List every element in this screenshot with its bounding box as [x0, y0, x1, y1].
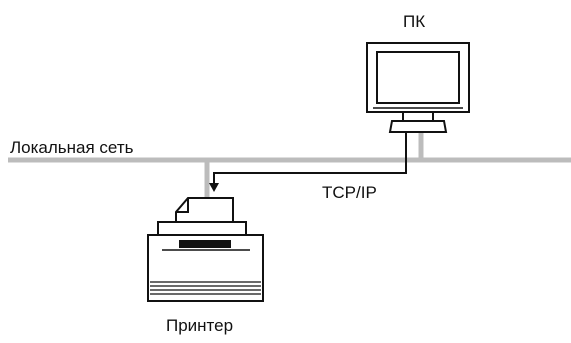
pc-label: ПК — [403, 12, 426, 31]
printer-label: Принтер — [166, 316, 234, 335]
protocol-label: TCP/IP — [322, 183, 377, 202]
tcpip-path — [213, 132, 407, 184]
pc-icon — [366, 42, 470, 133]
tcpip-arrowhead — [209, 183, 219, 192]
network-label: Локальная сеть — [10, 138, 134, 157]
printer-icon — [147, 197, 264, 302]
